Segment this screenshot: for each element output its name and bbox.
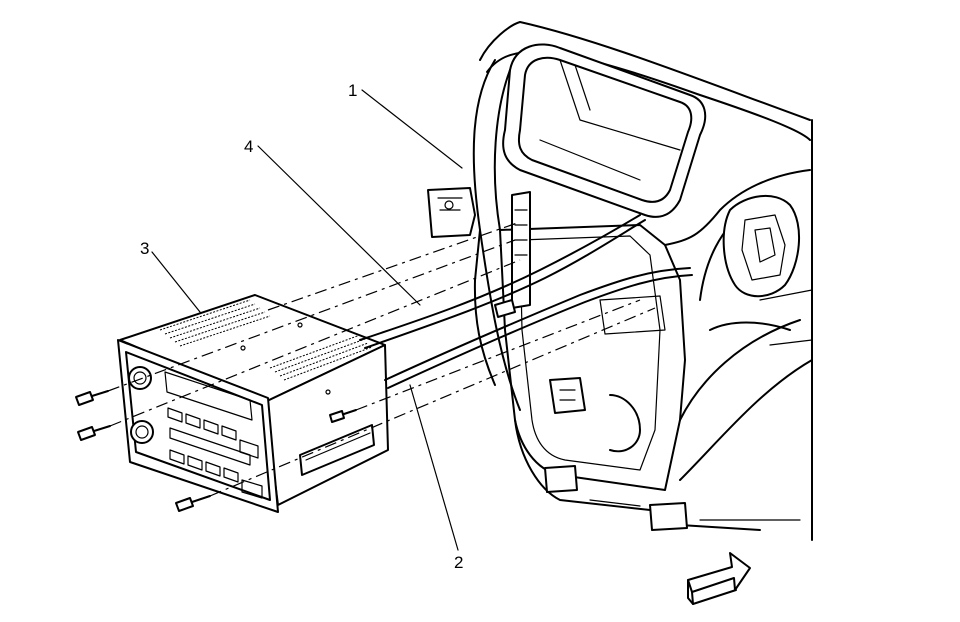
radio-receiver xyxy=(117,294,389,513)
callout-4-label: 4 xyxy=(244,137,253,156)
screw-lower xyxy=(175,495,211,512)
forward-arrow-icon xyxy=(687,552,751,605)
wiring-harness xyxy=(359,214,693,389)
screw-upper xyxy=(75,390,109,406)
callout-3-label: 3 xyxy=(140,239,149,258)
callout-2-label: 2 xyxy=(454,553,463,572)
callout-3: 3 xyxy=(140,239,201,313)
radio-screws xyxy=(75,390,357,512)
screw-side xyxy=(329,409,357,423)
callout-4: 4 xyxy=(244,137,421,306)
callout-1-label: 1 xyxy=(348,81,357,100)
screw-middle xyxy=(77,425,111,441)
callout-1: 1 xyxy=(348,81,463,169)
instrument-panel-carrier xyxy=(427,21,813,541)
alignment-lines xyxy=(107,221,656,497)
callout-2: 2 xyxy=(409,384,463,572)
